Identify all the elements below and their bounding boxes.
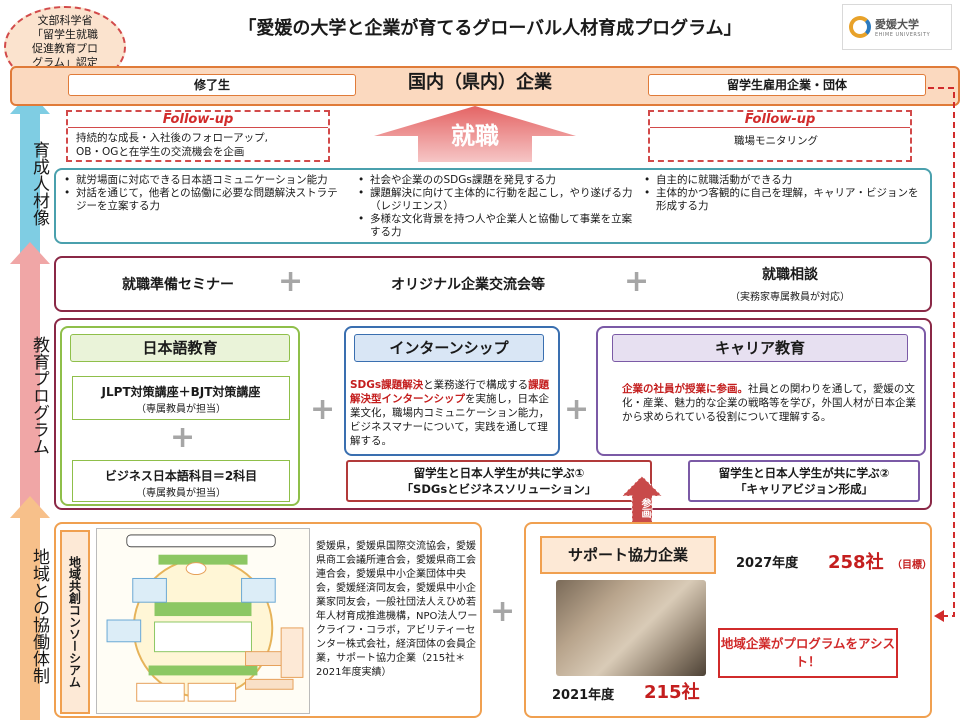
feedback-connector bbox=[928, 87, 955, 622]
skill-item: 自主的に就職活動ができる力 bbox=[644, 174, 924, 187]
badge-line: グラム」認定 bbox=[32, 56, 98, 69]
participation-label: 参画 bbox=[639, 498, 650, 518]
employers-box: 留学生雇用企業・団体 bbox=[648, 74, 926, 96]
japanese-education-header: 日本語教育 bbox=[70, 334, 290, 362]
learn-line: 「SDGsとビジネスソリューション」 bbox=[401, 482, 597, 496]
plus-icon: + bbox=[170, 420, 196, 455]
employment-label: 就職 bbox=[451, 122, 499, 150]
badge-line: 「留学生就職 bbox=[32, 28, 98, 41]
plus-icon: + bbox=[310, 392, 336, 427]
career-highlight: 企業の社員が授業に参画。 bbox=[622, 383, 748, 395]
program-frame bbox=[54, 318, 932, 510]
plus-icon: + bbox=[490, 594, 516, 629]
internship-header: インターンシップ bbox=[354, 334, 544, 362]
business-japanese-course: ビジネス日本語科目＝2科目 （専属教員が担当） bbox=[72, 460, 290, 502]
domestic-companies-label: 国内（県内）企業 bbox=[408, 72, 552, 93]
skills-career: 自主的に就職活動ができる力 主体的かつ客観的に自己を理解，キャリア・ビジョンを形… bbox=[644, 174, 924, 213]
page-title: 「愛媛の大学と企業が育てるグローバル人材育成プログラム」 bbox=[238, 18, 742, 39]
course-note: （専属教員が担当） bbox=[136, 404, 226, 415]
followup-right: Follow-up 職場モニタリング bbox=[648, 110, 912, 162]
skill-item: 課題解決に向けて主体的に行動を起こし，やり遂げる力（レジリエンス） bbox=[358, 187, 634, 213]
side-label-program: 教育プログラム bbox=[29, 335, 49, 455]
job-seminar-label: 就職準備セミナー bbox=[122, 277, 234, 293]
count-2021: 215社 bbox=[644, 682, 700, 703]
meeting-photo bbox=[556, 580, 706, 676]
course-title: JLPT対策講座＋BJT対策講座 bbox=[101, 385, 261, 399]
year-2021-label: 2021年度 bbox=[552, 688, 615, 703]
joint-learning-career: 留学生と日本人学生が共に学ぶ② 「キャリアビジョン形成」 bbox=[688, 460, 920, 502]
graduates-box: 修了生 bbox=[68, 74, 356, 96]
job-consult-label: 就職相談 bbox=[762, 267, 818, 283]
seminar-bar bbox=[54, 256, 932, 312]
internship-text: と業務遂行で構成する bbox=[423, 379, 529, 391]
left-side-arrows bbox=[10, 92, 50, 720]
skills-sdgs: 社会や企業ののSDGs課題を発見する力 課題解決に向けて主体的に行動を起こし，や… bbox=[358, 174, 634, 239]
joint-learning-sdgs: 留学生と日本人学生が共に学ぶ① 「SDGsとビジネスソリューション」 bbox=[346, 460, 652, 502]
job-consult-sub: （実務家専属教員が対応） bbox=[730, 292, 850, 303]
employment-arrow-icon bbox=[374, 106, 576, 162]
followup-line: OB・OGと在学生の交流機会を企画 bbox=[76, 146, 245, 158]
followup-line: 職場モニタリング bbox=[734, 135, 818, 147]
skill-item: 就労場面に対応できる日本語コミュニケーション能力 bbox=[64, 174, 346, 187]
course-note: （専属教員が担当） bbox=[136, 488, 226, 499]
count-2027: 258社 bbox=[828, 552, 884, 573]
career-text: 社員との関わりを通して，愛媛の文化・産業、魅力的な企業の戦略等を学び，外国人材が… bbox=[622, 383, 916, 423]
internship-highlight: SDGs課題解決 bbox=[350, 379, 424, 391]
badge-line: 促進教育プロ bbox=[32, 42, 98, 55]
career-description: 企業の社員が授業に参画。社員との関わりを通して，愛媛の文化・産業、魅力的な企業の… bbox=[622, 382, 918, 424]
followup-title: Follow-up bbox=[650, 112, 910, 128]
course-title: ビジネス日本語科目＝2科目 bbox=[104, 469, 258, 483]
career-education-header: キャリア教育 bbox=[612, 334, 908, 362]
logo-mark-icon bbox=[849, 16, 871, 38]
badge-line: 文部科学省 bbox=[37, 14, 93, 27]
followup-title: Follow-up bbox=[68, 112, 328, 128]
side-label-growth: 育成人材像 bbox=[29, 140, 49, 226]
assist-callout: 地域企業がプログラムをアシスト！ bbox=[718, 628, 898, 678]
target-note: （目標） bbox=[892, 560, 932, 571]
connector-arrowhead-icon bbox=[934, 610, 944, 622]
skill-item: 社会や企業ののSDGs課題を発見する力 bbox=[358, 174, 634, 187]
year-2027-label: 2027年度 bbox=[736, 556, 799, 571]
jlpt-course: JLPT対策講座＋BJT対策講座 （専属教員が担当） bbox=[72, 376, 290, 420]
logo-name-en: EHIME UNIVERSITY bbox=[875, 32, 931, 38]
skill-item: 多様な文化背景を持つ人や企業人と協働して事業を立案する力 bbox=[358, 213, 634, 239]
company-exchange-label: オリジナル企業交流会等 bbox=[391, 277, 545, 293]
plus-icon: + bbox=[278, 264, 304, 299]
skill-item: 主体的かつ客観的に自己を理解，キャリア・ビジョンを形成する力 bbox=[644, 187, 924, 213]
logo-name: 愛媛大学 bbox=[875, 18, 919, 31]
learn-line: 留学生と日本人学生が共に学ぶ② bbox=[718, 466, 890, 480]
support-companies-header: サポート協力企業 bbox=[540, 536, 716, 574]
skill-item: 対話を通じて，他者との協働に必要な問題解決ストラテジーを立案する力 bbox=[64, 187, 346, 213]
internship-highlight: 課題解決型インターンシップ bbox=[350, 379, 550, 405]
plus-icon: + bbox=[624, 264, 650, 299]
learn-line: 留学生と日本人学生が共に学ぶ① bbox=[413, 466, 585, 480]
regional-arrow-icon bbox=[10, 496, 50, 720]
skills-japanese: 就労場面に対応できる日本語コミュニケーション能力 対話を通じて，他者との協働に必… bbox=[64, 174, 346, 213]
side-label-regional: 地域との協働体制 bbox=[29, 548, 49, 684]
internship-text: を実施し，日本企業文化，職場内コミュニケーション能力，ビジネスマナーについて，実… bbox=[350, 393, 550, 447]
learn-line: 「キャリアビジョン形成」 bbox=[735, 482, 873, 496]
consortium-diagram-figure bbox=[96, 528, 310, 714]
followup-left: Follow-up 持続的な成長・入社後のフォローアップ, OB・OGと在学生の… bbox=[66, 110, 330, 162]
program-arrow-icon bbox=[10, 242, 50, 512]
consortium-label: 地域共創コンソーシアム bbox=[60, 530, 90, 714]
plus-icon: + bbox=[564, 392, 590, 427]
followup-line: 持続的な成長・入社後のフォローアップ, bbox=[76, 132, 268, 144]
university-logo: 愛媛大学 EHIME UNIVERSITY bbox=[842, 4, 952, 50]
consortium-members: 愛媛県，愛媛県国際交流協会，愛媛県商工会議所連合会，愛媛県商工会連合会，愛媛県中… bbox=[316, 541, 478, 678]
growth-arrow-icon bbox=[10, 92, 50, 256]
internship-description: SDGs課題解決と業務遂行で構成する課題解決型インターンシップを実施し，日本企業… bbox=[350, 378, 556, 448]
